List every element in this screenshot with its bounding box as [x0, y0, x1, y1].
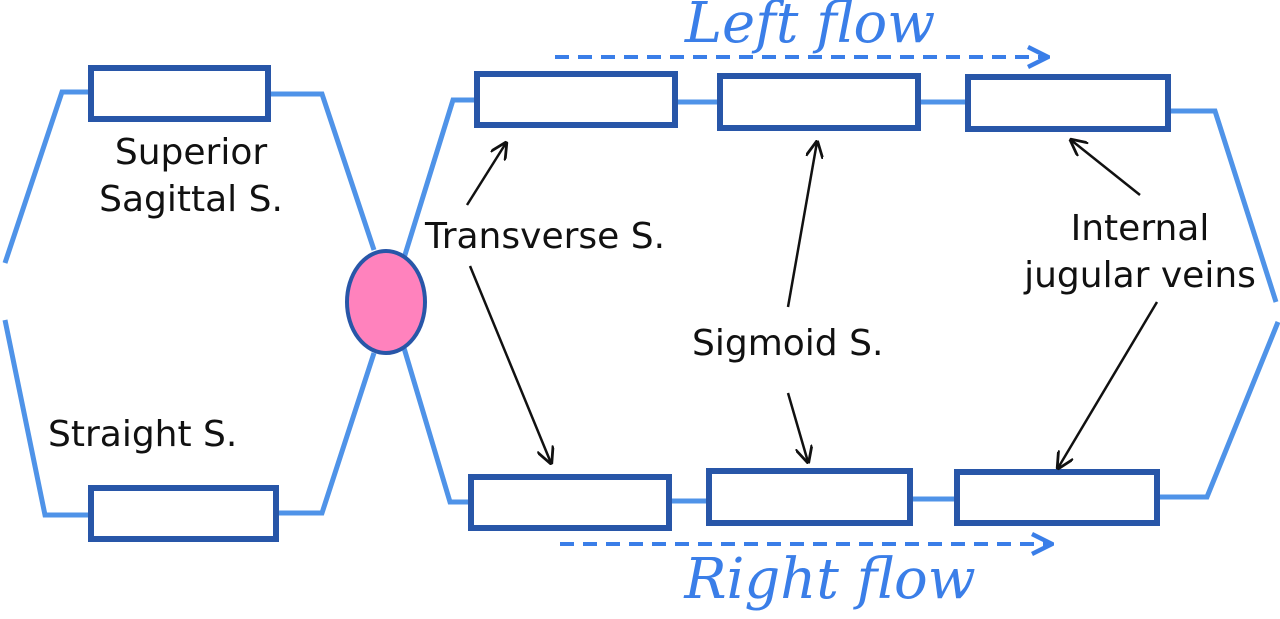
arrow-sigmoid-right: [786, 392, 808, 462]
left-sigmoid-sinus-box: [717, 73, 921, 131]
arrow-jugular-right: [1058, 301, 1159, 468]
internal-jugular-label-line2: jugular veins: [1023, 255, 1256, 296]
vessel-line: [2, 319, 92, 518]
sinus-boxes: [88, 65, 1171, 542]
left-internal-jugular-box: [965, 74, 1171, 132]
right-vessel-network: [401, 97, 1280, 505]
arrow-jugular-left: [1071, 140, 1141, 196]
arrow-transverse-left: [465, 143, 506, 206]
pointer-arrows: [465, 140, 1159, 468]
arrow-sigmoid-left: [786, 142, 817, 308]
vessel-line: [276, 352, 377, 516]
sigmoid-sinus-label: Sigmoid S.: [692, 323, 883, 364]
left-flow-label: Left flow: [684, 0, 935, 56]
vessel-line: [2, 89, 91, 264]
superior-sagittal-sinus-box: [88, 65, 271, 122]
internal-jugular-label-line1: Internal: [1071, 208, 1210, 249]
vessel-line: [1168, 108, 1279, 303]
confluence-of-sinuses: [345, 249, 427, 355]
right-transverse-sinus-box: [468, 474, 672, 531]
vessel-line: [401, 347, 471, 505]
right-flow-label: Right flow: [683, 547, 975, 612]
vessel-line: [401, 97, 477, 259]
arrow-transverse-right: [468, 265, 551, 463]
right-internal-jugular-box: [954, 469, 1160, 526]
straight-sinus-label: Straight S.: [48, 414, 237, 455]
superior-sagittal-label-line2: Sagittal S.: [99, 179, 283, 220]
right-sigmoid-sinus-box: [706, 468, 913, 526]
straight-sinus-box: [88, 485, 279, 542]
transverse-sinus-label: Transverse S.: [424, 216, 665, 257]
superior-sagittal-label-line1: Superior: [115, 132, 267, 173]
vessel-line: [268, 91, 377, 251]
left-vessel-network: [2, 89, 377, 518]
left-transverse-sinus-box: [474, 71, 678, 128]
vessel-line: [1157, 321, 1280, 500]
